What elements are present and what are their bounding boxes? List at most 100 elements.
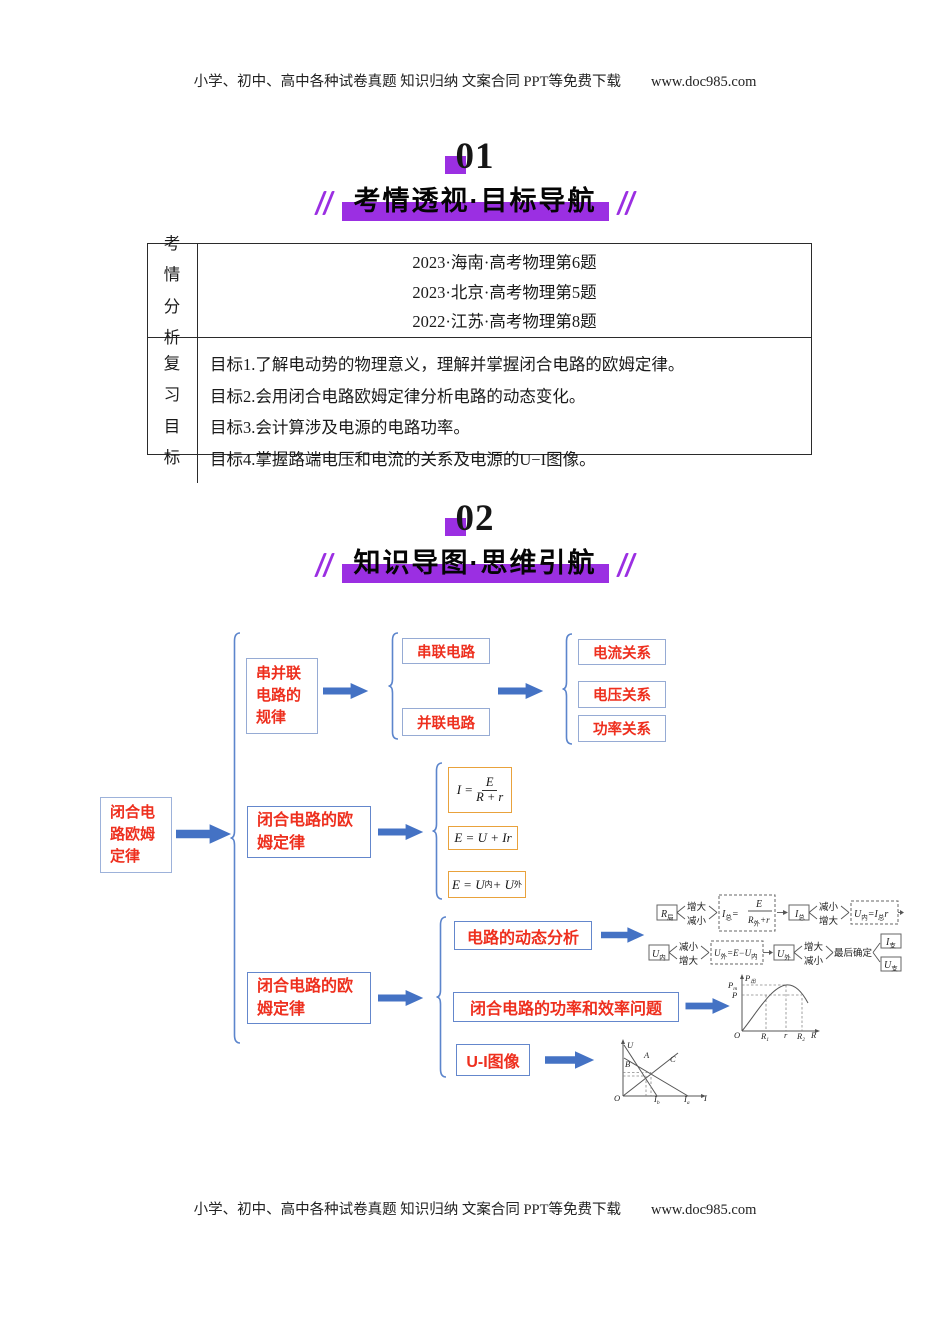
section1-number-row: 01 — [0, 138, 950, 175]
arrowhead — [783, 910, 788, 915]
table-row1-label: 考情分析 — [148, 234, 198, 347]
b1-child-parallel: 并联电路 — [402, 708, 490, 736]
exam-line: 2022·江苏·高考物理第8题 — [412, 311, 597, 331]
section2-number: 02 — [444, 500, 495, 537]
connector-line — [676, 912, 686, 920]
b1-leaf-power: 功率关系 — [578, 715, 666, 742]
arrowhead — [769, 950, 773, 955]
flow-decrease-label: 减小 — [679, 941, 699, 953]
block-arrow-shape — [685, 998, 730, 1014]
dynamic-analysis-flow-row2: U内 减小 增大 U外=E−U内 U外 增大 减小 最后确定 I支 U支 — [648, 933, 902, 973]
flow-increase-label: 增大 — [804, 941, 824, 953]
block-arrow-shape — [378, 989, 424, 1007]
block-arrow — [323, 682, 369, 700]
brace-path — [432, 762, 443, 900]
line-b-label: B — [625, 1059, 630, 1069]
page-header: 小学、初中、高中各种试卷真题 知识归纳 文案合同 PPT等免费下载 www.doc… — [0, 70, 950, 91]
formula-lhs: I = — [456, 782, 474, 797]
brace-bracket — [432, 762, 443, 900]
brace-bracket — [230, 632, 241, 1044]
power-output-graph: P出 Pm P O R1 r R2 R — [727, 973, 820, 1043]
b1-leaf-voltage: 电压关系 — [578, 681, 666, 708]
fraction-denominator: R + r — [476, 789, 504, 804]
purple-square-accent — [444, 156, 466, 174]
p-label: P — [731, 990, 737, 1000]
ia-label: Ia — [683, 1094, 690, 1106]
flow-decrease-label: 减小 — [819, 901, 839, 913]
b3-ui-graph: U-I图像 — [456, 1044, 530, 1076]
section2-title: 知识导图·思维引航 — [341, 541, 609, 583]
header-site-link[interactable]: www.doc985.com — [650, 74, 757, 90]
flow-formula-denominator: R外+r — [747, 915, 770, 928]
table-row2-label: 复习目标 — [148, 338, 198, 484]
b1-child-series: 串联电路 — [402, 638, 490, 664]
pm-label: Pm — [727, 980, 737, 992]
line-a — [623, 1044, 658, 1097]
brace-bracket — [562, 633, 573, 745]
line-b — [623, 1057, 689, 1097]
r-label: r — [784, 1030, 788, 1040]
flow-formula-box — [718, 894, 776, 932]
section2-number-row: 02 — [0, 500, 950, 537]
connector-line — [825, 945, 834, 953]
x-axis-label: I — [703, 1093, 708, 1103]
connector-line — [668, 952, 678, 960]
flow-formula: U外=E−U内 — [714, 948, 758, 961]
fraction-numerator: E — [481, 775, 498, 791]
block-arrow — [378, 823, 424, 841]
block-arrow — [545, 1051, 595, 1069]
connector-line — [808, 912, 818, 920]
connector-line — [793, 945, 803, 953]
header-text: 小学、初中、高中各种试卷真题 知识归纳 文案合同 PPT等免费下载 — [193, 74, 621, 90]
b1-leaf-current: 电流关系 — [578, 639, 666, 665]
connector-line — [840, 905, 850, 913]
section1-number-text: 01 — [455, 136, 495, 177]
formula-subscript: 内 — [484, 880, 493, 889]
double-slash-icon — [615, 553, 637, 577]
r2-label: R2 — [796, 1031, 805, 1043]
connector-line — [793, 952, 803, 960]
flow-output-label: U支 — [884, 960, 898, 973]
connector-line — [708, 912, 718, 920]
axis-arrowhead — [621, 1039, 625, 1044]
table-row2-content: 目标1.了解电动势的物理意义，理解并掌握闭合电路的欧姆定律。 目标2.会用闭合电… — [198, 338, 811, 483]
formula-fraction: E R + r — [476, 775, 504, 805]
line-c-label: C — [670, 1054, 676, 1064]
branch2-node: 闭合电路的欧姆定律 — [247, 806, 371, 858]
block-arrow — [601, 927, 645, 943]
goal-line: 目标1.了解电动势的物理意义，理解并掌握闭合电路的欧姆定律。 — [210, 355, 685, 375]
flow-increase-label: 增大 — [819, 915, 839, 927]
brace-path — [388, 632, 399, 740]
exam-line: 2023·北京·高考物理第5题 — [412, 282, 597, 302]
axis-arrowhead — [701, 1094, 706, 1098]
formula-emf: E = U + Ir — [448, 826, 518, 850]
formula-part: E = U — [451, 876, 485, 892]
power-curve — [741, 984, 809, 1032]
flow-formula-box — [710, 940, 764, 965]
connector-line — [700, 945, 710, 953]
flow-node-label: R局 — [660, 909, 674, 922]
flow-increase-label: 增大 — [687, 901, 707, 913]
formula-ohm-law: I = E R + r — [448, 767, 512, 813]
flow-output-label: I支 — [885, 937, 896, 950]
y-axis-label: P出 — [744, 973, 756, 985]
flow-node-label: U外 — [777, 949, 791, 962]
flow-formula-lhs: I总= — [721, 909, 739, 922]
footer-site-link[interactable]: www.doc985.com — [650, 1202, 757, 1218]
block-arrow — [498, 682, 544, 700]
brace-path — [562, 633, 573, 745]
connector-line — [872, 952, 881, 963]
connector-line — [872, 942, 881, 953]
axis-arrowhead — [740, 974, 744, 979]
arrowhead — [900, 910, 904, 915]
line-a-label: A — [643, 1050, 650, 1060]
footer-text: 小学、初中、高中各种试卷真题 知识归纳 文案合同 PPT等免费下载 — [193, 1202, 621, 1218]
goal-line: 目标4.掌握路端电压和电流的关系及电源的U−I图像。 — [210, 449, 596, 469]
origin-label: O — [614, 1093, 620, 1103]
line-c — [622, 1052, 679, 1097]
brace-path — [230, 632, 241, 1044]
connector-line — [808, 905, 818, 913]
x-axis-label: R — [810, 1030, 817, 1040]
flow-increase-label: 增大 — [679, 955, 699, 967]
